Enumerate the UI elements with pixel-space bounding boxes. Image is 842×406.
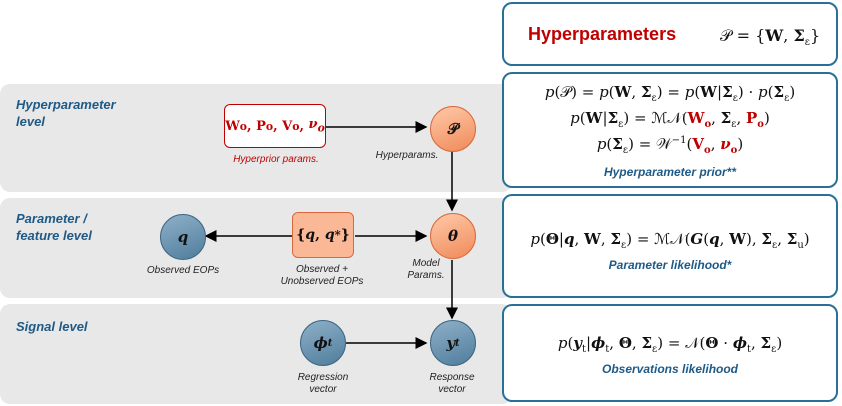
theta-node: θ	[430, 213, 476, 259]
phi-label-line2: vector	[309, 384, 337, 395]
observed-unobserved-line2: Unobserved EOPs	[280, 276, 364, 287]
parameter-level-line2: feature level	[16, 228, 92, 243]
phi-label: Regression vector	[283, 372, 363, 396]
hyperparams-label: Hyperparams.	[375, 150, 439, 161]
observed-unobserved-line1: Observed +	[296, 264, 348, 275]
signal-level-band	[0, 304, 512, 404]
parameter-level-label: Parameter / feature level	[16, 210, 92, 244]
observations-likelihood-panel: p(yt|ϕt, Θ, Σε) = 𝒩(Θ · ϕt, Σε) Observat…	[502, 304, 838, 402]
theta-label: Model Params.	[404, 258, 448, 282]
hyperparameters-formula: 𝒫 = {W, Σε}	[720, 26, 821, 49]
parameter-likelihood-eq: p(Θ|q, W, Σε) = ℳ𝒩(G(q, W), Σε, Σu)	[530, 230, 810, 251]
y-label-line1: Response	[429, 372, 475, 383]
hyperparameter-level-label: Hyperparameter level	[16, 97, 116, 129]
parameter-likelihood-caption: Parameter likelihood*	[608, 258, 732, 272]
hyperparameter-prior-panel: p(𝒫) = p(W, Σε) = p(W|Σε) · p(Σε) p(W|Σε…	[502, 72, 838, 188]
theta-label-line1: Model	[412, 258, 440, 269]
prior-eq2: p(W|Σε) = ℳ𝒩(Wo, Σε, Po)	[570, 109, 770, 130]
observations-likelihood-eq: p(yt|ϕt, Θ, Σε) = 𝒩(Θ · ϕt, Σε)	[557, 334, 783, 355]
signal-level-label: Signal level	[16, 319, 88, 334]
observed-unobserved-box: {q, q*}	[292, 212, 354, 258]
phi-label-line1: Regression	[297, 372, 349, 383]
y-label: Response vector	[412, 372, 492, 396]
hyperparameter-prior-caption: Hyperparameter prior**	[603, 165, 737, 179]
hyperparameters-title: Hyperparameters	[528, 24, 677, 44]
y-label-line2: vector	[438, 384, 466, 395]
q-node: q	[160, 214, 206, 260]
observed-unobserved-label: Observed + Unobserved EOPs	[262, 264, 382, 288]
hyperparams-node: 𝒫	[430, 106, 476, 152]
prior-eq3: p(Σε) = 𝒲−1(Vo, νo)	[596, 135, 744, 156]
theta-label-line2: Params.	[407, 270, 445, 281]
q-label: Observed EOPs	[146, 265, 220, 276]
hyperparameters-header-panel: Hyperparameters 𝒫 = {W, Σε}	[502, 2, 838, 66]
prior-eq1: p(𝒫) = p(W, Σε) = p(W|Σε) · p(Σε)	[544, 83, 796, 104]
observations-likelihood-caption: Observations likelihood	[601, 362, 739, 376]
parameter-level-band	[0, 198, 512, 298]
hyperprior-params-label: Hyperprior params.	[233, 154, 319, 165]
parameter-level-line1: Parameter /	[16, 211, 87, 226]
parameter-likelihood-panel: p(Θ|q, W, Σε) = ℳ𝒩(G(q, W), Σε, Σu) Para…	[502, 194, 838, 298]
